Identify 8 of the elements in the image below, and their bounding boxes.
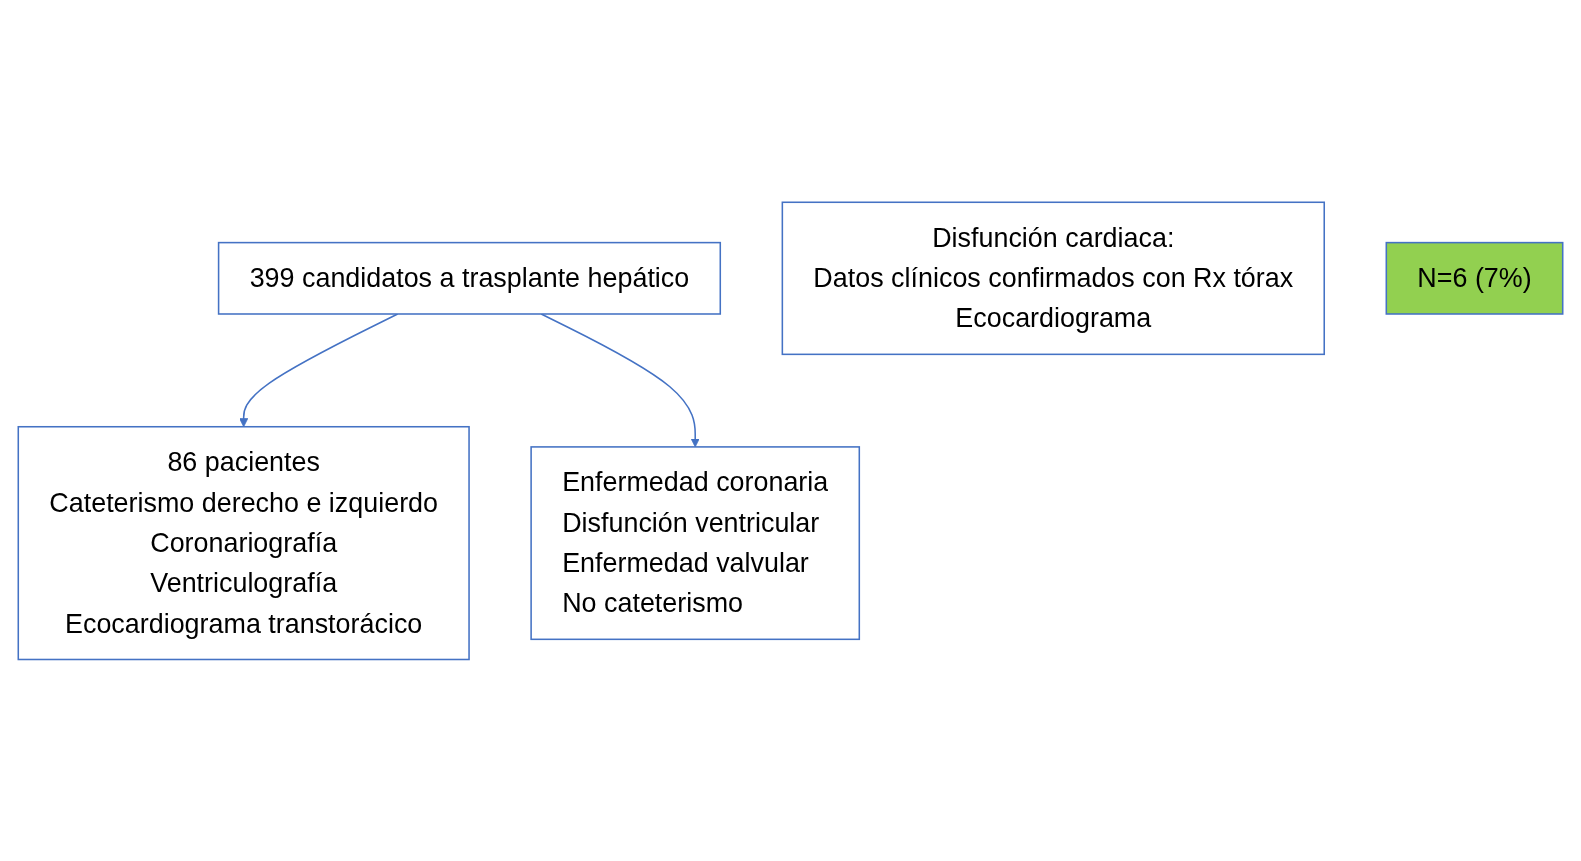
- flowchart: 399 candidatos a trasplante hepático 86 pacientes Cateterismo derecho e izquierdo Coronariografía Ventriculografía Ecocardiograma transtorácico Enfermedad coronaria Disfunción ventricular Enfermedad valvular No cateterismo Disfunción cardiaca: Datos clínicos confirmados con Rx tórax Ecocardiograma N=6 (7%): [10, 193, 1571, 668]
- node-box: [17, 425, 470, 660]
- node-box: [530, 445, 861, 640]
- node-box: [781, 201, 1325, 355]
- arrow: [540, 312, 700, 447]
- node-box: [217, 241, 722, 315]
- node-box: [1385, 241, 1564, 315]
- arrow: [239, 312, 399, 427]
